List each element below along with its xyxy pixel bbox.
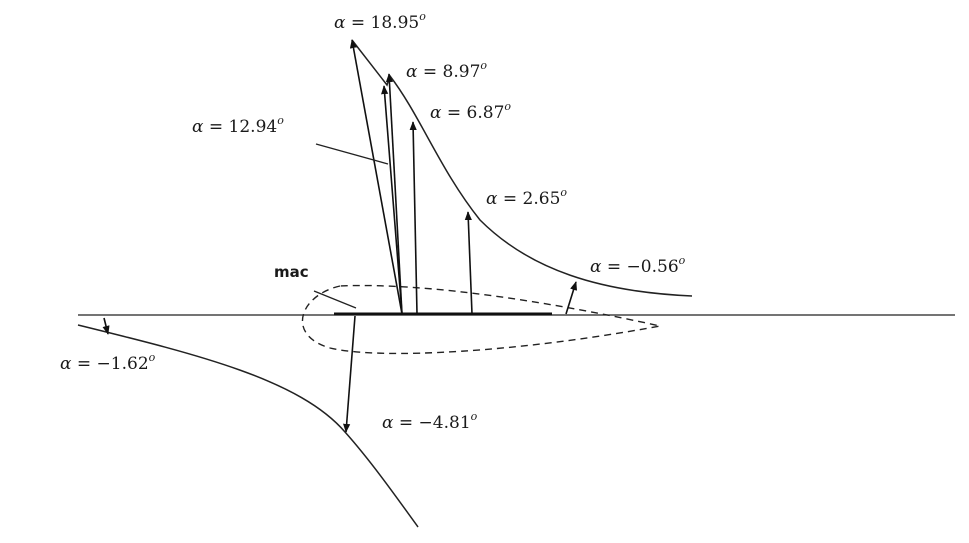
force-vector-18.95 xyxy=(349,39,403,315)
force-vector-6.87 xyxy=(409,121,418,315)
angle-label-18.95: α = 18.95o xyxy=(334,10,426,33)
angle-label-minus-4.81: α = −4.81o xyxy=(382,410,478,433)
force-vector-8.97 xyxy=(385,73,403,315)
force-vector-2.65 xyxy=(464,211,473,315)
leader-line-12.94 xyxy=(315,143,389,165)
angle-label-12.94: α = 12.94o xyxy=(192,114,284,137)
angle-label-minus-0.56: α = −0.56o xyxy=(590,254,686,277)
force-vector-12.94 xyxy=(381,85,403,315)
force-vector-minus-1.62 xyxy=(102,317,110,335)
angle-label-8.97: α = 8.97o xyxy=(406,59,487,82)
angle-label-minus-1.62: α = −1.62o xyxy=(60,351,156,374)
mac-leader-line xyxy=(313,290,357,309)
force-vector-minus-0.56 xyxy=(565,281,578,315)
angle-label-2.65: α = 2.65o xyxy=(486,186,567,209)
upper-locus-curve xyxy=(351,39,693,297)
mac-label: mac xyxy=(274,263,309,281)
angle-label-6.87: α = 6.87o xyxy=(430,100,511,123)
lower-locus-curve xyxy=(77,324,419,528)
airfoil-outline xyxy=(301,284,661,355)
force-vector-minus-4.81 xyxy=(343,315,356,433)
